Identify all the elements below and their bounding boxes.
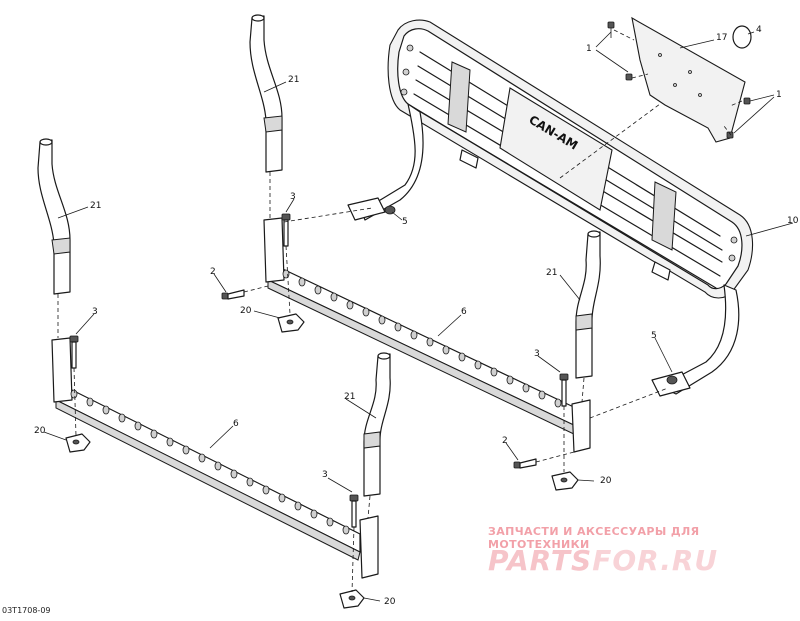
screw-horizontal-upper: [221, 289, 245, 300]
callout-20-upper: 20: [240, 306, 252, 316]
callout-6-upper: 6: [461, 307, 467, 317]
stake-post-front: [363, 352, 391, 497]
callout-20-left: 20: [34, 426, 46, 436]
callout-21-right: 21: [546, 268, 557, 278]
watermark-logo-part1: PARTS: [488, 544, 593, 577]
assembly-lines: [57, 29, 743, 593]
callout-5-right: 5: [651, 331, 657, 341]
rail-lower: [51, 337, 379, 579]
screw-right-1: [743, 97, 751, 105]
leader-lines: [43, 31, 794, 602]
screw-right-2: [726, 131, 734, 139]
nut-right: [666, 375, 678, 385]
callout-21-left: 21: [90, 201, 101, 211]
watermark-logo: PARTSFOR.RU: [488, 544, 718, 577]
bolt-front: [349, 494, 359, 528]
callout-2-lower: 2: [502, 436, 508, 446]
drawing-code: 03T1708-09: [2, 606, 51, 615]
callout-3-left: 3: [92, 307, 98, 317]
callout-4: 4: [756, 25, 762, 35]
callout-21-front: 21: [344, 392, 355, 402]
clip-left: [65, 433, 91, 453]
screw-horizontal-lower: [513, 458, 537, 469]
rail-upper-holes: [282, 269, 562, 408]
clip-upper: [277, 313, 305, 333]
watermark-logo-part2: FOR.RU: [592, 544, 719, 577]
callout-6-lower: 6: [233, 419, 239, 429]
stake-post-left: [37, 138, 71, 295]
callout-5-left: 5: [402, 217, 408, 227]
callout-1-upper: 1: [586, 44, 592, 54]
callout-20-right: 20: [600, 476, 612, 486]
screw-upper-2: [625, 73, 633, 81]
callout-3-front: 3: [322, 470, 328, 480]
stake-post-right: [575, 230, 601, 379]
rail-lower-holes: [70, 389, 350, 535]
callout-1-right: 1: [776, 90, 782, 100]
bolt-left: [69, 335, 79, 369]
callout-2-upper: 2: [210, 267, 216, 277]
screw-upper-1: [607, 21, 615, 38]
callout-10: 10: [787, 216, 799, 226]
stake-post-upper-left: [249, 14, 283, 173]
callout-20-bottom: 20: [384, 597, 396, 607]
callout-17: 17: [716, 33, 727, 43]
watermark-tagline: ЗАПЧАСТИ И АКСЕССУАРЫ ДЛЯ МОТОТЕХНИКИ: [488, 525, 700, 551]
rail-upper: [263, 217, 591, 453]
callout-3-upper: 3: [290, 192, 296, 202]
callout-labels: 1 1 4 17 10 21 21 21 21 3 3 3 3 2 2 5 5 …: [34, 25, 799, 607]
cap-disc: [732, 25, 752, 49]
clip-right: [551, 471, 579, 491]
clip-bottom: [339, 589, 365, 609]
mounting-plate: [631, 16, 746, 143]
callout-21-upper: 21: [288, 75, 299, 85]
callout-3-right: 3: [534, 349, 540, 359]
